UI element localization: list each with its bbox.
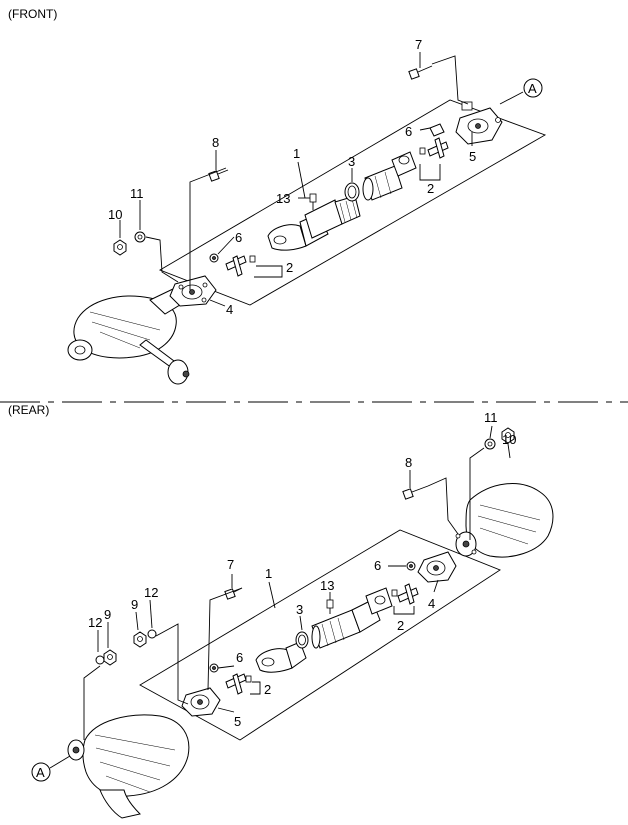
rear-spider-right [391, 561, 419, 605]
front-grease-nipple-13 [309, 193, 317, 210]
front-flange-4 [169, 275, 217, 307]
front-leader-lines [119, 52, 524, 307]
rear-callout-3: 3 [296, 602, 303, 617]
rear-differential [455, 483, 554, 558]
rear-leader-lines [49, 425, 511, 769]
rear-section: (REAR) [8, 403, 554, 819]
front-seal-ring-3 [344, 182, 360, 202]
rear-nut-9a [103, 649, 117, 666]
rear-callout-7: 7 [227, 557, 234, 572]
rear-washer-12a [95, 655, 105, 665]
rear-callout-9b: 9 [131, 597, 138, 612]
rear-washer-12b [147, 629, 157, 639]
rear-grease-nipple-13 [326, 599, 334, 614]
rear-callout-13: 13 [320, 578, 334, 593]
front-callout-1: 1 [293, 146, 300, 161]
rear-callout-2b: 2 [397, 618, 404, 633]
front-callout-4: 4 [226, 302, 233, 317]
rear-reference-a: A [31, 762, 51, 782]
rear-nut-9b [133, 631, 147, 648]
rear-yoke-left [255, 641, 307, 673]
rear-callout-12a: 12 [88, 615, 102, 630]
front-callout-6b: 6 [235, 230, 242, 245]
front-callout-2b: 2 [427, 181, 434, 196]
front-tube [304, 195, 361, 239]
rear-callout-10: 10 [502, 432, 516, 447]
rear-flange-5 [181, 687, 221, 717]
front-callout-8: 8 [212, 135, 219, 150]
rear-callout-4: 4 [428, 596, 435, 611]
rear-bolt-8 [402, 485, 429, 500]
front-section-title: (FRONT) [8, 7, 57, 21]
rear-spider-left [209, 663, 252, 695]
front-callout-2a: 2 [286, 260, 293, 275]
rear-differential-lower [67, 714, 190, 819]
rear-callout-6b: 6 [236, 650, 243, 665]
front-callout-13: 13 [276, 191, 290, 206]
front-callout-6a: 6 [405, 124, 412, 139]
rear-seal-ring-3 [295, 631, 309, 649]
rear-callout-11: 11 [484, 410, 498, 425]
front-assembly-outline [158, 99, 547, 306]
rear-callout-2a: 2 [264, 682, 271, 697]
rear-flange-4 [417, 551, 457, 583]
front-flange-5 [455, 101, 503, 145]
rear-callout-9a: 9 [104, 607, 111, 622]
front-slip-yoke [362, 151, 417, 201]
front-spider-left [209, 253, 256, 277]
rear-slip-yoke [365, 587, 393, 615]
rear-reference-a-label: A [36, 765, 45, 780]
front-reference-a-label: A [528, 81, 537, 96]
front-spider-right [419, 123, 449, 159]
rear-callout-1: 1 [265, 566, 272, 581]
front-bolt-8 [208, 169, 229, 182]
front-differential [67, 287, 190, 385]
rear-assembly-outline [139, 529, 501, 741]
rear-callout-12b: 12 [144, 585, 158, 600]
rear-callout-8: 8 [405, 455, 412, 470]
front-callout-3: 3 [348, 154, 355, 169]
rear-nut-10 [501, 427, 515, 444]
front-callout-7: 7 [415, 37, 422, 52]
front-reference-a: A [523, 78, 543, 98]
front-callout-5: 5 [469, 149, 476, 164]
front-nut-10 [113, 239, 127, 256]
front-bolt-7 [408, 65, 433, 80]
rear-callout-6a: 6 [374, 558, 381, 573]
rear-section-title: (REAR) [8, 403, 49, 417]
rear-callout-5: 5 [234, 714, 241, 729]
front-callout-11: 11 [130, 186, 144, 201]
front-section: (FRONT) [8, 7, 547, 385]
front-washer-11 [134, 231, 146, 243]
front-callout-10: 10 [108, 207, 122, 222]
rear-washer-11 [484, 438, 496, 450]
